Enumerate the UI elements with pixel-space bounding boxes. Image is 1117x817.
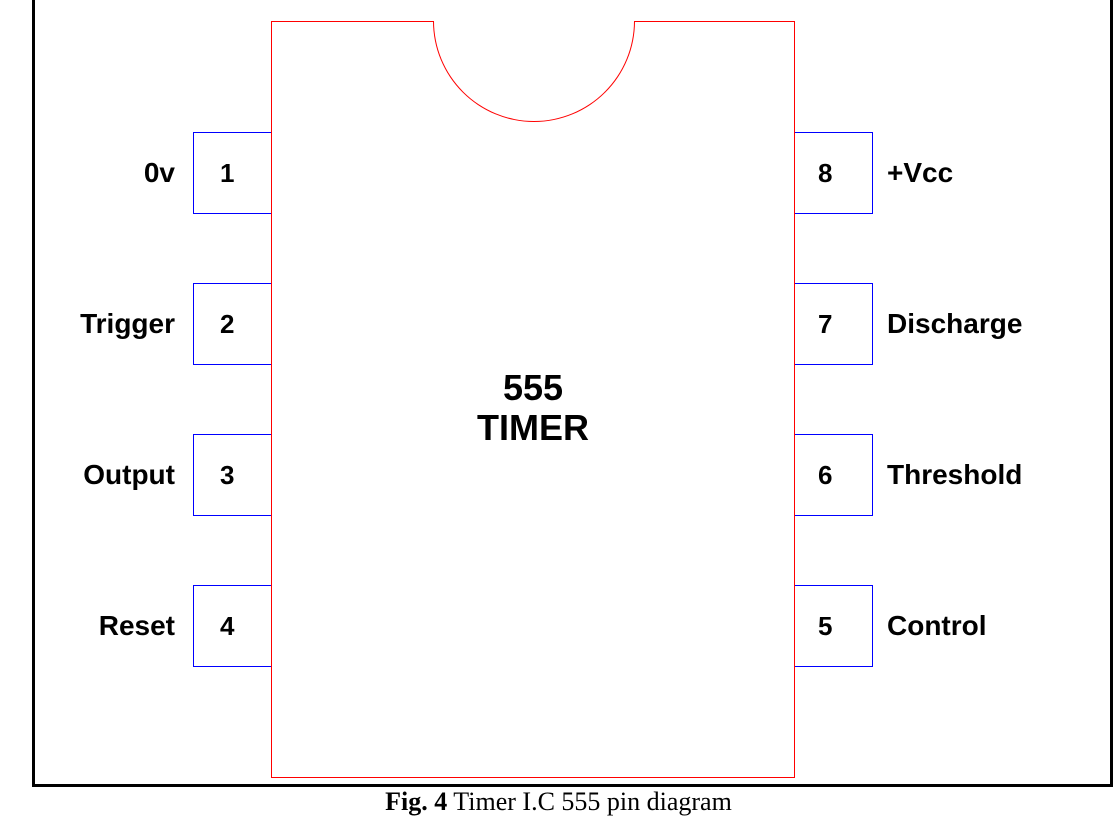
pin-number: 2: [220, 309, 235, 339]
pin-1-label: 0v: [143, 157, 175, 188]
pin-5: 5: [795, 585, 873, 667]
pin-8: 8: [795, 132, 873, 214]
caption-prefix: Fig. 4: [385, 787, 448, 816]
caption-text: Timer I.C 555 pin diagram: [453, 787, 732, 816]
chip-title-line2: TIMER: [477, 407, 589, 448]
pin-7-label: Discharge: [887, 308, 1023, 339]
pin-number: 7: [818, 309, 833, 339]
figure-caption: Fig. 4 Timer I.C 555 pin diagram: [0, 787, 1117, 817]
pin-4-label: Reset: [98, 610, 175, 641]
pin-4: 4: [193, 585, 271, 667]
chip-title-line1: 555: [502, 367, 564, 408]
pin-number: 5: [818, 611, 833, 641]
pin-number: 4: [220, 611, 235, 641]
pin-number: 6: [818, 460, 833, 490]
pin-5-label: Control: [887, 610, 987, 641]
pin-number: 8: [818, 158, 833, 188]
pin-1: 1: [193, 132, 271, 214]
pin-3-label: Output: [83, 459, 175, 490]
ic-body: [271, 21, 795, 778]
pin-6-label: Threshold: [887, 459, 1023, 490]
diagram-frame: [32, 0, 1113, 787]
pin-2-label: Trigger: [80, 308, 175, 339]
pin-number: 1: [220, 158, 235, 188]
pin-3: 3: [193, 434, 271, 516]
pin-7: 7: [795, 283, 873, 365]
pin-8-label: +Vcc: [887, 157, 954, 188]
pin-2: 2: [193, 283, 271, 365]
pin-6: 6: [795, 434, 873, 516]
pin-number: 3: [220, 460, 235, 490]
